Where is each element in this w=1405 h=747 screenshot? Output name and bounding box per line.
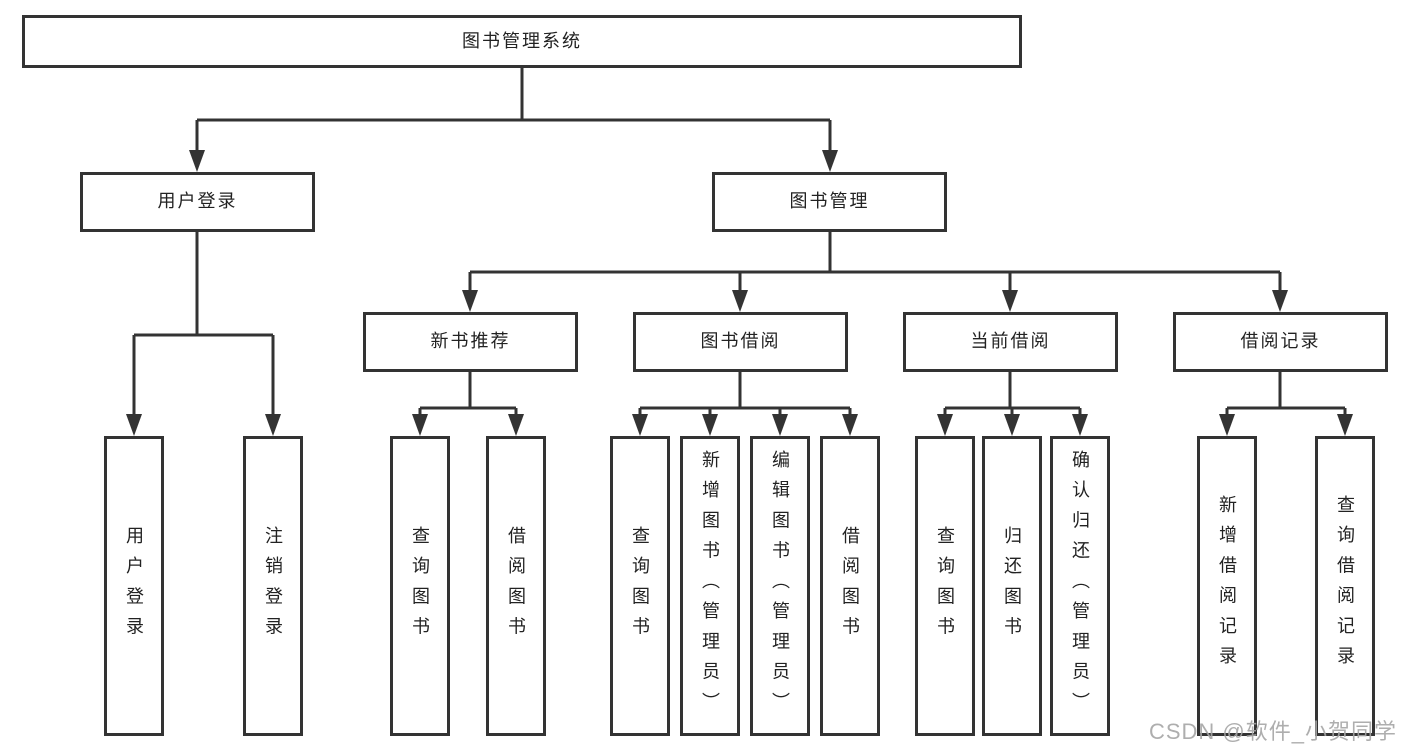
- arrow-down-icon: [772, 414, 788, 436]
- node-book-borrow: 图书借阅: [633, 312, 848, 372]
- arrow-down-icon: [1219, 414, 1235, 436]
- arrow-down-icon: [822, 150, 838, 172]
- arrow-down-icon: [732, 290, 748, 312]
- connector-borrow-records-branch: [1225, 372, 1347, 420]
- arrow-down-icon: [1002, 290, 1018, 312]
- arrow-down-icon: [1337, 414, 1353, 436]
- connector-root-to-level2: [195, 68, 832, 156]
- leaf-records-add-record: 新增借阅记录: [1197, 436, 1257, 736]
- connector-new-book-recommend-branch: [418, 372, 518, 420]
- leaf-borrow-edit-books-admin: 编辑图书（管理员）: [750, 436, 810, 736]
- arrow-down-icon: [1272, 290, 1288, 312]
- leaf-current-query-books: 查询图书: [915, 436, 975, 736]
- arrow-down-icon: [189, 150, 205, 172]
- leaf-current-return-books: 归还图书: [982, 436, 1042, 736]
- arrow-down-icon: [842, 414, 858, 436]
- connector-current-borrow-branch: [943, 372, 1082, 420]
- node-borrow-records: 借阅记录: [1173, 312, 1388, 372]
- connector-user-login-branch: [132, 232, 275, 420]
- leaf-user-login: 用户登录: [104, 436, 164, 736]
- arrow-down-icon: [508, 414, 524, 436]
- arrow-down-icon: [702, 414, 718, 436]
- leaf-current-confirm-return-admin: 确认归还（管理员）: [1050, 436, 1110, 736]
- connector-book-borrow-branch: [638, 372, 852, 420]
- node-new-book-recommend: 新书推荐: [363, 312, 578, 372]
- arrow-down-icon: [1004, 414, 1020, 436]
- csdn-watermark: CSDN @软件_小贺同学: [1148, 719, 1397, 744]
- arrow-down-icon: [265, 414, 281, 436]
- node-book-management: 图书管理: [712, 172, 947, 232]
- arrow-down-icon: [412, 414, 428, 436]
- leaf-borrow-query-books: 查询图书: [610, 436, 670, 736]
- leaf-borrow-borrow-books: 借阅图书: [820, 436, 880, 736]
- leaf-records-query-record: 查询借阅记录: [1315, 436, 1375, 736]
- leaf-recommend-borrow-books: 借阅图书: [486, 436, 546, 736]
- arrow-down-icon: [126, 414, 142, 436]
- node-user-login: 用户登录: [80, 172, 315, 232]
- arrow-down-icon: [937, 414, 953, 436]
- arrow-down-icon: [632, 414, 648, 436]
- connector-book-management-to-level3: [468, 232, 1282, 296]
- arrow-down-icon: [1072, 414, 1088, 436]
- leaf-logout: 注销登录: [243, 436, 303, 736]
- arrowhead-icons: [126, 150, 1353, 436]
- node-current-borrow: 当前借阅: [903, 312, 1118, 372]
- arrow-down-icon: [462, 290, 478, 312]
- leaf-recommend-query-books: 查询图书: [390, 436, 450, 736]
- node-library-management-system: 图书管理系统: [22, 15, 1022, 68]
- leaf-borrow-add-books-admin: 新增图书（管理员）: [680, 436, 740, 736]
